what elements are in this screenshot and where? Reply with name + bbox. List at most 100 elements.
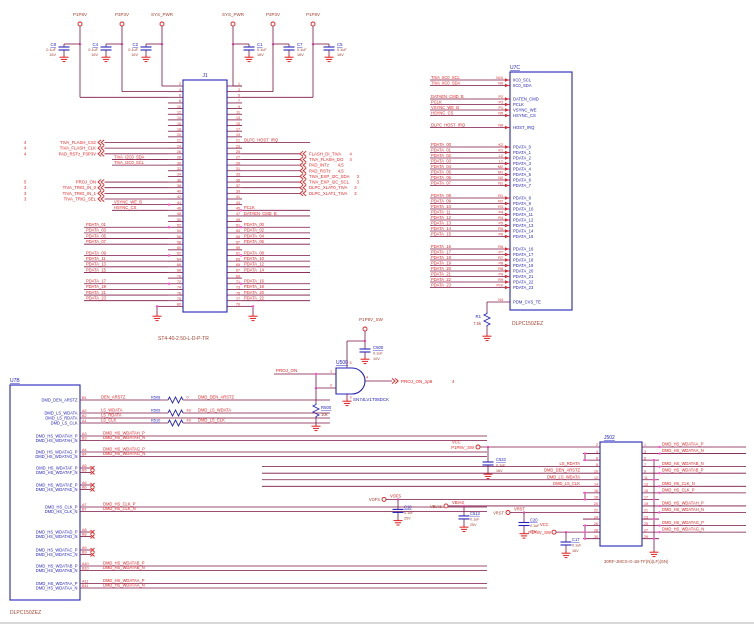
pin-arrow-icon bbox=[505, 223, 509, 228]
pin-number: A7 bbox=[82, 503, 87, 507]
net-label: DLPC_HOST_IRQ bbox=[244, 137, 278, 142]
net-label: PCLK bbox=[244, 205, 255, 210]
net-label: PDATA_20 bbox=[431, 266, 452, 271]
offpage-chevron-icon bbox=[391, 378, 399, 384]
pin-number: 5 bbox=[350, 361, 352, 365]
net-label: DMD_HS_WDATAA_N bbox=[662, 448, 704, 453]
pin-arrow-icon bbox=[505, 229, 509, 233]
offpage-chevron-icon bbox=[299, 173, 307, 180]
component-ref: R500 bbox=[321, 405, 332, 410]
net-label: DEN_ARSTZ bbox=[101, 395, 126, 400]
page-ref: 3 bbox=[354, 185, 357, 190]
no-connect-icon bbox=[90, 552, 95, 557]
net-label: VSYNC_WE_B bbox=[114, 199, 142, 204]
net-label: HSYNC_CS bbox=[431, 110, 454, 115]
pin-name: DMD_HS_WDATAD_P bbox=[36, 530, 78, 535]
junction-dot bbox=[658, 530, 661, 534]
power-port-icon bbox=[381, 496, 387, 502]
junction-dot bbox=[239, 226, 243, 229]
pin-name: DMD_HS_WDATAA_N bbox=[36, 586, 78, 591]
component-value: 0.1uF bbox=[373, 352, 383, 356]
net-label: PDATA_19 bbox=[86, 284, 107, 289]
power-port-icon bbox=[443, 503, 449, 509]
net-label: DATAEN_CMD_B bbox=[244, 211, 277, 216]
pin-number: 19 bbox=[644, 502, 648, 506]
net-label: PDATA_07 bbox=[86, 239, 107, 244]
pin-number: 13 bbox=[236, 116, 240, 120]
junction-dot bbox=[583, 530, 587, 534]
pin-number: 34 bbox=[177, 173, 181, 177]
component-part: 30RF-JMCS-G-1B-TF(N)(LF)(SN) bbox=[604, 559, 669, 564]
offpage-chevron-icon bbox=[97, 196, 105, 202]
component-part: DLPC150ZEZ bbox=[512, 321, 543, 327]
net-label: PDATA_17 bbox=[86, 279, 107, 284]
pin-number: 40 bbox=[177, 190, 181, 194]
net-label: PDATA_15 bbox=[86, 267, 107, 272]
pin-arrow-icon bbox=[505, 150, 509, 155]
pin-number: 47 bbox=[236, 212, 240, 216]
net-label: PDATA_02 bbox=[244, 228, 265, 233]
net-label: DMD_HS_WDATAA_P bbox=[103, 578, 145, 583]
power-net-label: P1P8V_SW bbox=[359, 317, 384, 322]
junction-dot bbox=[658, 472, 661, 475]
pin-number: 2 bbox=[596, 443, 598, 447]
pin-number: 67 bbox=[236, 269, 240, 273]
pin-number: N5 bbox=[498, 112, 503, 116]
net-label: TIVA_EXP_I2C_SCL bbox=[309, 180, 350, 185]
component-value: 0.1uF bbox=[572, 544, 582, 548]
pin-number: A10 bbox=[82, 562, 89, 566]
junction-dot bbox=[583, 524, 587, 527]
pin-number: P2 bbox=[498, 95, 503, 99]
pin-number: 18 bbox=[594, 496, 598, 500]
pin-number: L1 bbox=[499, 160, 503, 164]
component-value: 43 bbox=[187, 409, 191, 413]
offpage-chevron-icon bbox=[97, 150, 105, 157]
pin-number: 62 bbox=[177, 252, 181, 256]
pin-number: 4 bbox=[179, 88, 181, 92]
pin-name: DMD_HS_WDATAA_P bbox=[36, 581, 78, 586]
pin-arrow-icon bbox=[505, 274, 509, 279]
resistor-icon bbox=[167, 418, 184, 428]
pin-number: 4 bbox=[596, 450, 598, 454]
offpage-chevron-icon bbox=[97, 145, 105, 152]
pin-arrow-icon bbox=[505, 201, 509, 206]
pin-arrow-icon bbox=[505, 218, 509, 222]
pin-name: PDATA_7 bbox=[513, 183, 532, 188]
net-label: PDATA_14 bbox=[244, 267, 265, 272]
component-ref: C5 bbox=[337, 42, 343, 47]
page-ref: 4 bbox=[24, 151, 27, 156]
pin-number: 4 bbox=[366, 376, 368, 380]
pin-number: 31 bbox=[236, 167, 240, 171]
junction-dot bbox=[251, 305, 255, 308]
pin-number: 23 bbox=[644, 515, 648, 519]
pin-number: N9 bbox=[498, 82, 503, 86]
component-voltage: 16V bbox=[337, 53, 344, 57]
pin-number: B11 bbox=[82, 584, 88, 588]
net-label: LS_RDATA bbox=[101, 413, 122, 418]
component-ref: R510 bbox=[151, 418, 161, 423]
pin-number: 20 bbox=[177, 133, 181, 137]
net-label: PDATA_22 bbox=[431, 277, 452, 282]
pin-number: 13 bbox=[644, 483, 648, 487]
pin-number: 71 bbox=[236, 280, 240, 284]
component-ref: R1 bbox=[476, 314, 482, 319]
pin-name: PDATA_6 bbox=[513, 178, 532, 183]
junction-dot bbox=[314, 372, 318, 376]
net-label: TIVA_TRIG_IN_0 bbox=[63, 185, 97, 190]
pin-arrow-icon bbox=[505, 78, 509, 82]
pin-name: DMD_HS_WDATAG_P bbox=[36, 450, 78, 455]
pin-number: 14 bbox=[177, 116, 181, 120]
pin-number: 72 bbox=[177, 280, 181, 284]
net-label: PDATA_20 bbox=[244, 290, 265, 295]
pin-number: 22 bbox=[177, 139, 181, 143]
pin-name: PDATA_4 bbox=[513, 167, 532, 172]
component-value: 10k bbox=[321, 412, 329, 417]
net-label: VBIAS bbox=[452, 500, 464, 505]
pin-name: PDATA_10 bbox=[513, 207, 534, 212]
pin-number: B7 bbox=[82, 507, 87, 511]
pin-number: 79 bbox=[236, 303, 240, 307]
pin-number: 35 bbox=[236, 178, 240, 182]
pin-number: N10 bbox=[496, 76, 503, 80]
pin-name: HSYNC_CS bbox=[513, 113, 536, 118]
net-label: PCLK bbox=[431, 99, 442, 104]
